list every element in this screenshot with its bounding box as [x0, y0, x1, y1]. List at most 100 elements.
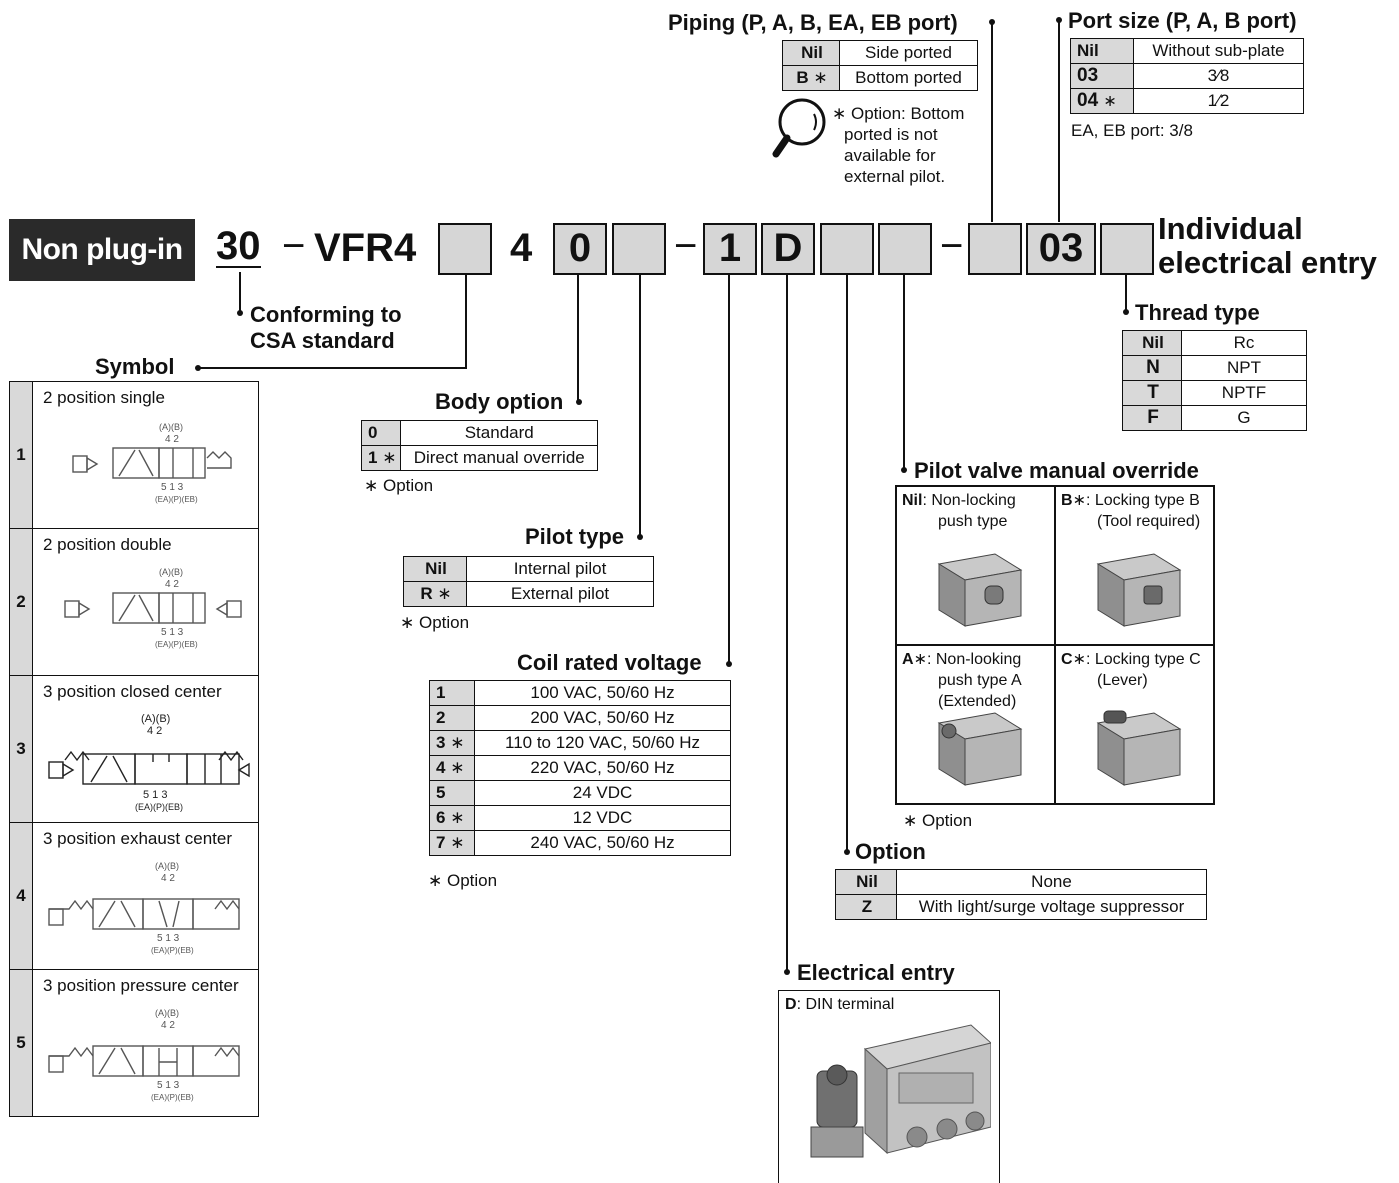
table-row: 1 ∗Direct manual override — [360, 445, 598, 471]
svg-text:5 1 3: 5 1 3 — [157, 933, 180, 944]
option-desc: With light/surge voltage suppressor — [896, 894, 1207, 920]
table-row: 6 ∗12 VDC — [429, 805, 731, 831]
override-product-image — [1096, 710, 1182, 786]
override-cell-b: B∗: Locking type B (Tool required) — [1055, 486, 1214, 645]
svg-text:(A)(B): (A)(B) — [159, 422, 183, 432]
symbol-cell: 3 position pressure center (A)(B) 4 2 5 … — [33, 970, 258, 1116]
coil-code: 3 ∗ — [429, 730, 475, 756]
body-desc: Direct manual override — [400, 445, 598, 471]
model-dash-3: − — [940, 224, 964, 268]
symbol-label: 3 position closed center — [43, 682, 222, 701]
piping-note-1: ∗ Option: Bottom — [832, 104, 965, 123]
piping-desc: Side ported — [839, 40, 978, 66]
din-terminal-valve-image — [810, 1024, 991, 1158]
model-series: VFR4 — [314, 226, 417, 270]
body-option-box: 0 — [553, 223, 607, 275]
coil-code: 4 ∗ — [429, 755, 475, 781]
body-option-title: Body option — [435, 389, 564, 414]
table-row: R ∗External pilot — [403, 581, 654, 607]
thread-desc: G — [1181, 405, 1307, 431]
port-size-title: Port size (P, A, B port) — [1068, 8, 1297, 33]
body-code: 1 ∗ — [360, 445, 402, 471]
pilot-type-box — [612, 223, 666, 275]
svg-text:(EA)(P)(EB): (EA)(P)(EB) — [135, 802, 183, 812]
override-cell-c: C∗: Locking type C (Lever) — [1055, 645, 1214, 804]
electrical-entry-box-panel: D: DIN terminal — [778, 990, 1000, 1183]
symbol-code: 2 — [10, 529, 33, 675]
dot-override — [901, 467, 907, 473]
leader-symbol — [200, 272, 467, 369]
symbol-code: 1 — [10, 382, 33, 528]
csa-label: Conforming to CSA standard — [250, 302, 402, 354]
piping-title: Piping (P, A, B, EA, EB port) — [668, 10, 958, 35]
coil-voltage-box: 1 — [703, 223, 757, 275]
svg-text:(A)(B): (A)(B) — [141, 713, 170, 725]
thread-code: N — [1122, 355, 1182, 381]
model-dash-1: − — [282, 224, 306, 268]
svg-text:5 1 3: 5 1 3 — [161, 627, 184, 638]
csa-line-2: CSA standard — [250, 328, 395, 353]
coil-desc: 110 to 120 VAC, 50/60 Hz — [474, 730, 731, 756]
symbol-code: 4 — [10, 823, 33, 969]
override-label: A∗: Non-looking push type A (Extended) — [902, 651, 1022, 710]
magnifier-icon — [772, 98, 826, 158]
symbol-row-3: 3 3 position closed center (A)(B) 4 2 5 … — [10, 676, 258, 823]
symbol-cell: 2 position single (A)(B) 4 2 5 1 3 (EA)(… — [33, 382, 258, 528]
coil-desc: 100 VAC, 50/60 Hz — [474, 680, 731, 706]
piping-note-2: ported is not — [844, 125, 938, 144]
model-fixed-4: 4 — [510, 226, 533, 270]
port-size-box: 03 — [1026, 223, 1096, 275]
table-row: 1 100 VAC, 50/60 Hz — [429, 680, 731, 706]
suffix-line-1: Individual — [1158, 211, 1303, 246]
override-note: ∗ Option — [903, 811, 973, 830]
override-product-image — [937, 712, 1023, 786]
piping-table: Nil Side ported B ∗ Bottom ported — [782, 40, 978, 91]
valve-symbol-2pos-single: (A)(B) 4 2 5 1 3 (EA)(P)(EB) — [72, 422, 232, 504]
table-row: 5 24 VDC — [429, 780, 731, 806]
port-code: Nil — [1070, 38, 1134, 64]
svg-text:4 2: 4 2 — [161, 1020, 175, 1031]
piping-note-4: external pilot. — [844, 167, 946, 186]
symbol-label: 2 position double — [43, 535, 172, 554]
coil-desc: 24 VDC — [474, 780, 731, 806]
dot-piping — [989, 19, 995, 25]
table-row: 4 ∗220 VAC, 50/60 Hz — [429, 755, 731, 781]
svg-text:(EA)(P)(EB): (EA)(P)(EB) — [155, 495, 198, 504]
symbol-label: 2 position single — [43, 388, 165, 407]
symbol-label: 3 position exhaust center — [43, 829, 233, 848]
model-prefix: 30 — [216, 224, 261, 268]
port-code: 03 — [1070, 63, 1134, 89]
svg-text:(A)(B): (A)(B) — [155, 861, 179, 871]
thread-desc: Rc — [1181, 330, 1307, 356]
thread-code: T — [1122, 380, 1182, 406]
body-desc: Standard — [400, 420, 598, 446]
dot-pilot — [637, 534, 643, 540]
override-label: B∗: Locking type B (Tool required) — [1061, 492, 1201, 530]
model-suffix: Individual electrical entry — [1158, 212, 1377, 280]
pilot-code: R ∗ — [403, 581, 467, 607]
dot-body — [576, 399, 582, 405]
dot-coil — [726, 661, 732, 667]
svg-text:4 2: 4 2 — [165, 579, 179, 590]
override-cell-nil: Nil: Non-locking push type — [896, 486, 1055, 645]
coil-desc: 240 VAC, 50/60 Hz — [474, 830, 731, 856]
coil-code: 2 — [429, 705, 475, 731]
valve-symbol-2pos-double: (A)(B) 4 2 5 1 3 (EA)(P)(EB) — [64, 567, 242, 649]
symbol-cell: 3 position closed center (A)(B) 4 2 5 1 … — [33, 676, 258, 822]
svg-text:4 2: 4 2 — [165, 434, 179, 445]
pilot-desc: External pilot — [466, 581, 654, 607]
table-row: B ∗ Bottom ported — [782, 65, 978, 91]
table-row: 2 200 VAC, 50/60 Hz — [429, 705, 731, 731]
pilot-type-title: Pilot type — [525, 524, 625, 549]
port-size-note: EA, EB port: 3/8 — [1071, 121, 1193, 140]
coil-code: 5 — [429, 780, 475, 806]
override-product-image — [937, 553, 1023, 627]
symbol-code: 5 — [10, 970, 33, 1116]
electrical-entry-box: D — [761, 223, 815, 275]
coil-table: 1 100 VAC, 50/60 Hz 2 200 VAC, 50/60 Hz … — [429, 680, 731, 856]
